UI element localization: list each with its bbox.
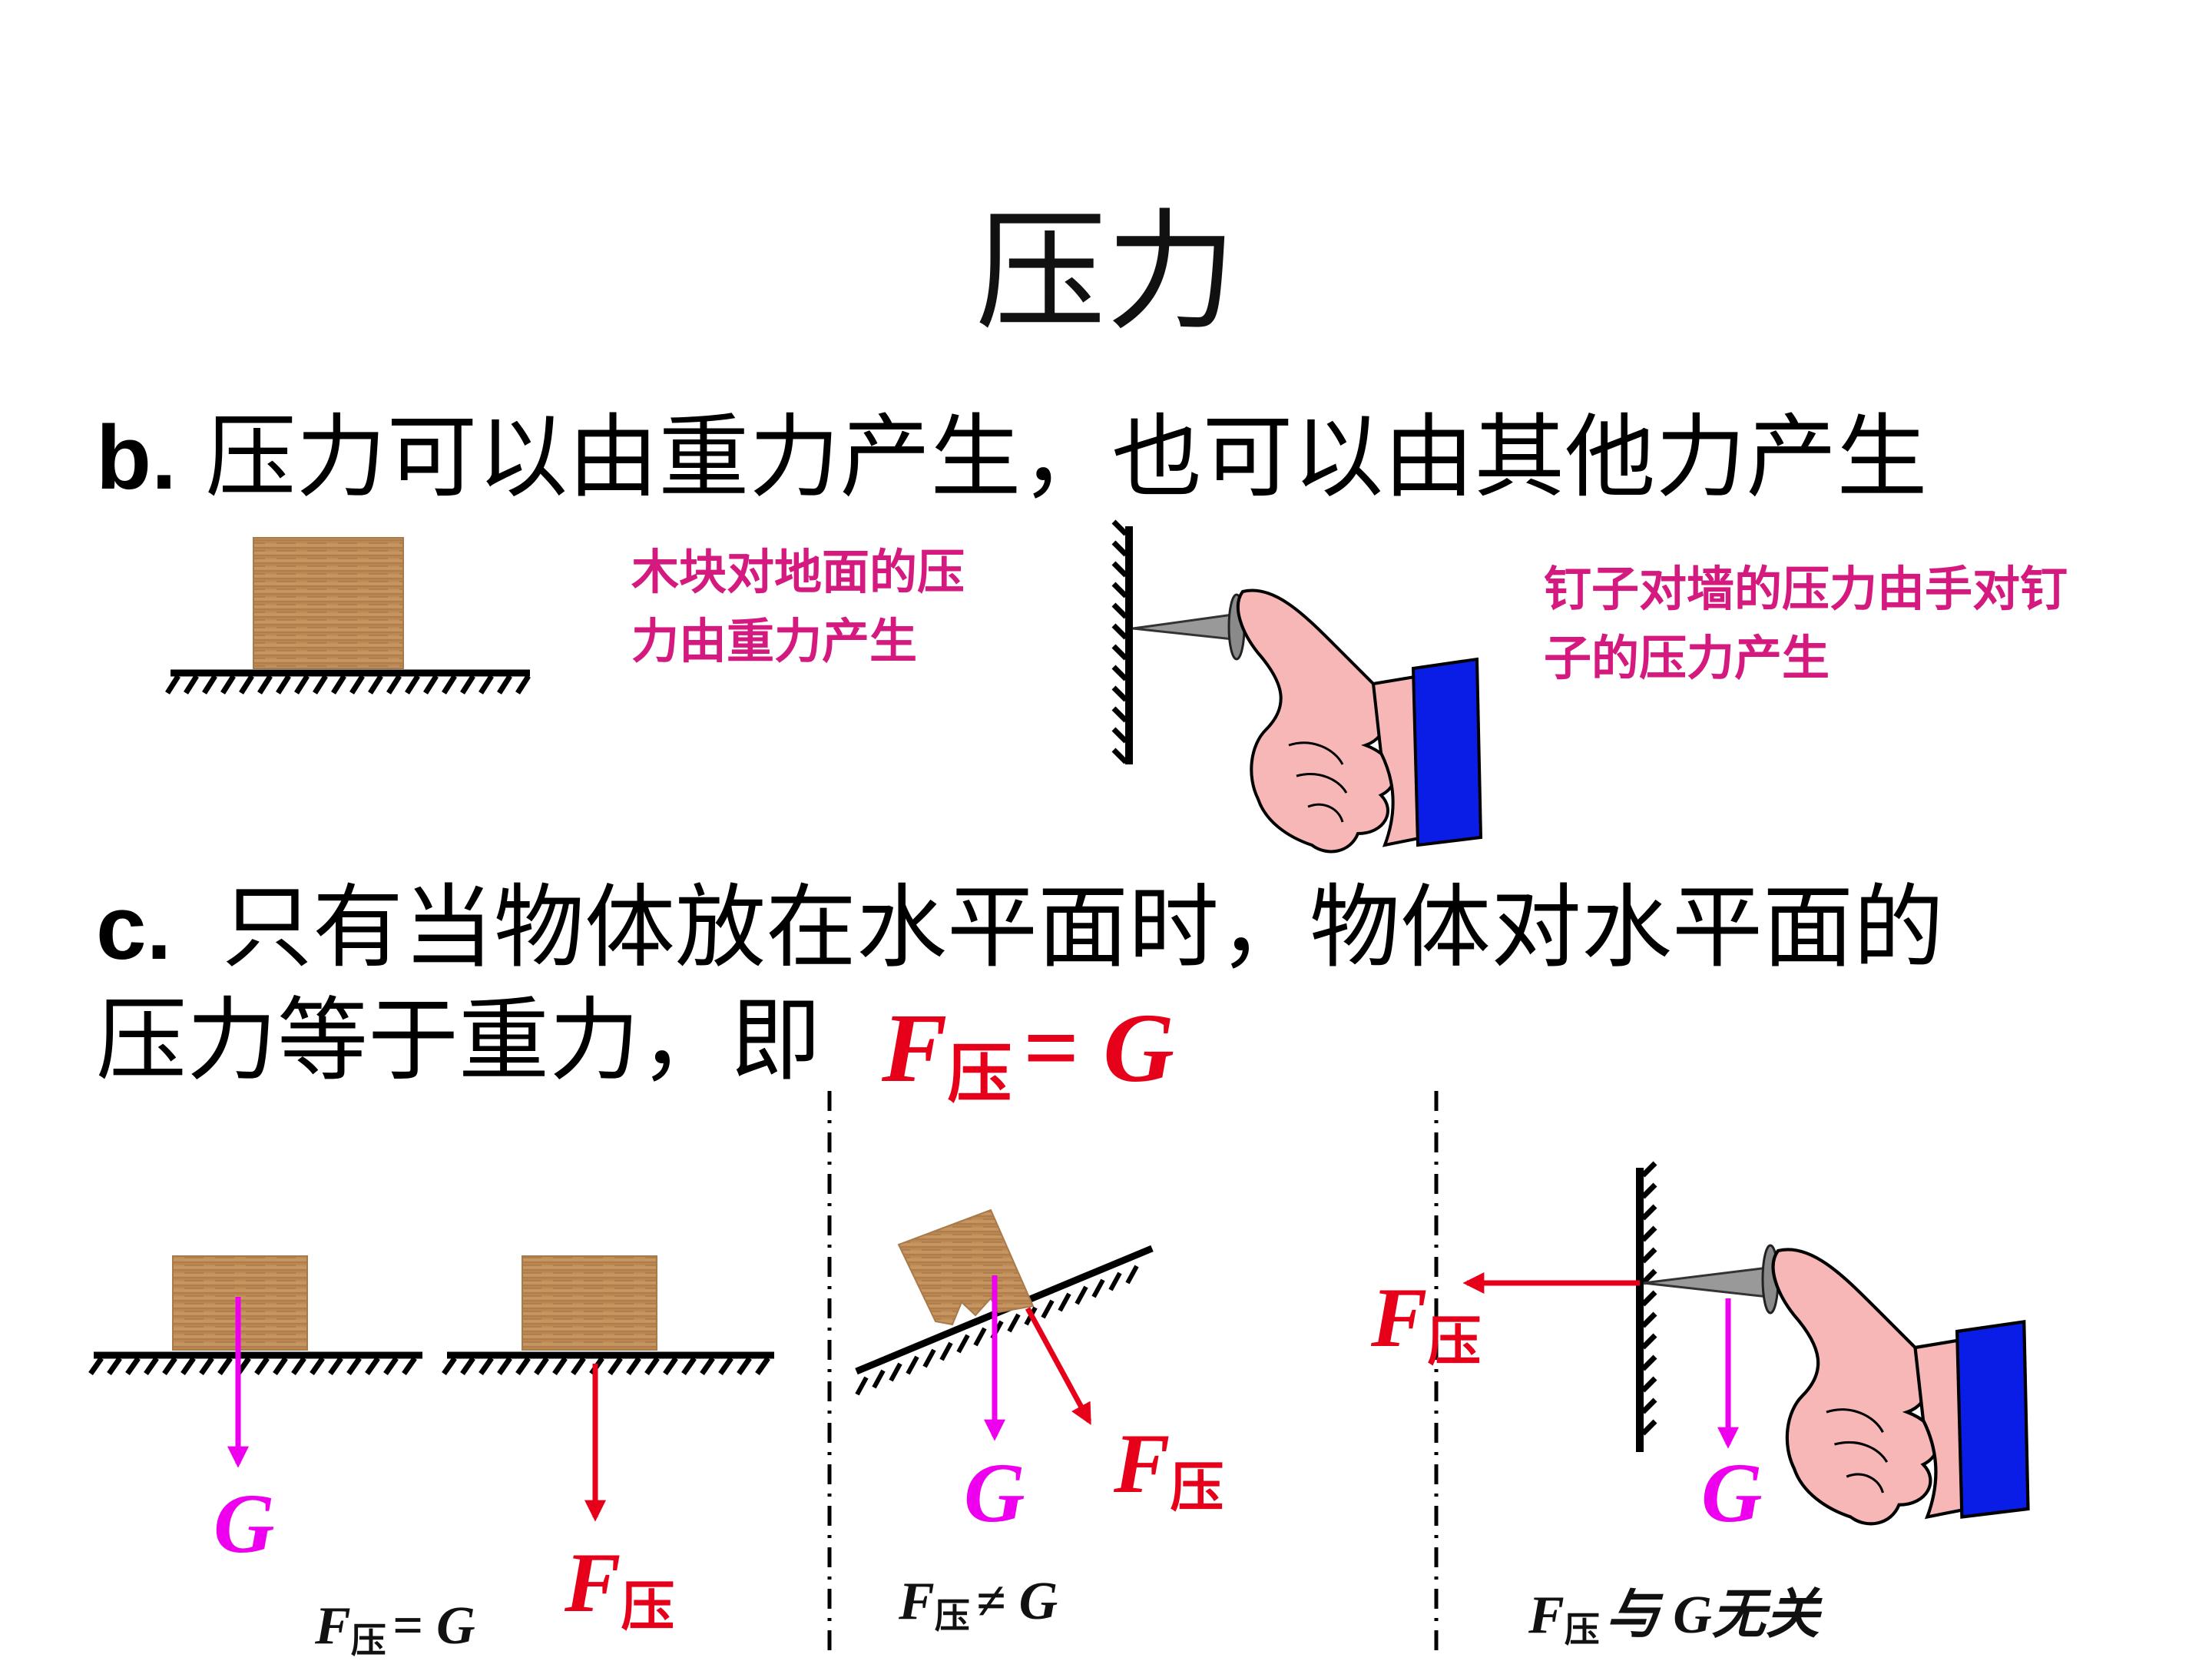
caption-wall-sub: 压 (1564, 1609, 1600, 1650)
note-nail-line-2: 子的压力产生 (1544, 629, 1830, 686)
caption-wall-f: F (1528, 1586, 1565, 1645)
point-c-text-2: 压力等于重力，即 (96, 987, 822, 1093)
caption-wall: F压与 G无关 (1528, 1586, 1820, 1650)
caption-wall-rest: 与 G无关 (1605, 1586, 1820, 1645)
label-f-1: F压 (565, 1540, 674, 1633)
caption-horizontal-f: F (315, 1596, 351, 1656)
caption-incline: F压≠ G (899, 1572, 1058, 1636)
label-f-1-sub: 压 (621, 1574, 675, 1638)
caption-incline-rest: ≠ G (975, 1572, 1058, 1631)
point-c-line-1: c. 只有当物体放在水平面时，物体对水平面的 (96, 882, 1944, 973)
label-f-3-sub: 压 (1427, 1309, 1482, 1373)
note-nail-hand: 钉子对墙的压力由手对钉 子的压力产生 (1544, 555, 2068, 693)
label-f-2-f: F (1114, 1417, 1171, 1510)
caption-horizontal: F压= G (315, 1600, 475, 1661)
horizontal-block-gravity-figure (88, 1255, 422, 1468)
point-b-marker: b. (96, 407, 177, 509)
page-title: 压力 (975, 197, 1237, 349)
equation-f-equals-g: F压= G (882, 999, 1174, 1106)
note-block-line-1: 木块对地面的压 (631, 544, 965, 600)
equation-f: F (882, 993, 948, 1102)
point-c-text-1: 只有当物体放在水平面时，物体对水平面的 (221, 874, 1944, 980)
caption-incline-f: F (899, 1572, 935, 1631)
note-block-gravity: 木块对地面的压 力由重力产生 (631, 538, 965, 676)
caption-incline-sub: 压 (934, 1595, 970, 1636)
point-b: b. 压力可以由重力产生，也可以由其他力产生 (96, 412, 1927, 503)
label-f-1-f: F (565, 1536, 621, 1630)
horizontal-block-pressure-figure (442, 1255, 774, 1522)
label-g-3: G (1701, 1446, 1763, 1540)
wall-nail-hand-figure (1462, 1161, 2028, 1523)
caption-horizontal-sub: 压 (350, 1620, 386, 1661)
equation-rest: = G (1022, 993, 1174, 1102)
label-f-2-sub: 压 (1170, 1455, 1224, 1519)
note-block-line-2: 力由重力产生 (631, 612, 918, 669)
caption-horizontal-rest: = G (392, 1596, 475, 1656)
note-nail-line-1: 钉子对墙的压力由手对钉 (1544, 561, 2068, 617)
equation-sub: 压 (947, 1036, 1012, 1112)
point-b-text: 压力可以由重力产生，也可以由其他力产生 (205, 404, 1928, 510)
block-on-ground-figure (165, 537, 531, 695)
incline-block-figure (855, 1208, 1154, 1441)
label-g-2: G (964, 1446, 1025, 1540)
label-f-3: F压 (1371, 1275, 1481, 1368)
point-c-marker: c. (96, 877, 172, 979)
nail-wall-hand-figure (1111, 519, 1482, 854)
label-f-2: F压 (1114, 1421, 1224, 1514)
label-f-3-f: F (1371, 1271, 1428, 1364)
label-g-1: G (214, 1477, 275, 1570)
